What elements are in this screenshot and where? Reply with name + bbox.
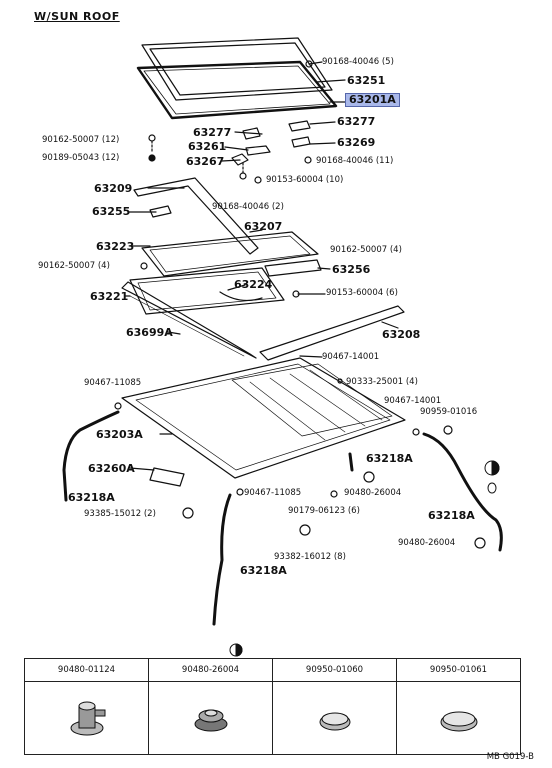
part-image-cell (148, 681, 273, 755)
label-90153-60004-10: 90153-60004 (10) (266, 175, 344, 185)
grommet-90480-26004-a (363, 471, 375, 483)
label-63203A: 63203A (96, 428, 143, 441)
diagram-title: W/SUN ROOF (34, 10, 120, 23)
bolt-90168-40046-2 (239, 172, 247, 180)
screw-90959-01016 (443, 425, 453, 435)
parts-table-header: 90480-01124 (24, 658, 149, 682)
bolt-90168-40046-11 (304, 156, 312, 164)
clip-93385-15012 (182, 507, 194, 519)
label-90162-50007-12: 90162-50007 (12) (42, 135, 120, 145)
label-63267: 63267 (186, 155, 225, 168)
label-63269: 63269 (337, 136, 376, 149)
label-63218A-mid: 63218A (366, 452, 413, 465)
label-63209: 63209 (94, 182, 133, 195)
label-63224: 63224 (234, 278, 273, 291)
housing-63203A (121, 357, 406, 479)
label-63251: 63251 (347, 74, 386, 87)
bracket-63277-left (242, 127, 261, 140)
label-63256: 63256 (332, 263, 371, 276)
sealant-symbol-table (229, 643, 243, 657)
rail-63699A (121, 281, 257, 359)
page-code: MB G019-B (486, 752, 534, 762)
label-90480-26004-mid: 90480-26004 (344, 488, 402, 498)
nut-90189-05043-12 (148, 154, 156, 162)
parts-table-header: 90950-01060 (272, 658, 397, 682)
label-63261: 63261 (188, 140, 227, 153)
bracket-63269 (291, 136, 311, 148)
sealant-symbol-diagram (484, 460, 500, 494)
bracket-63255 (149, 205, 172, 218)
panel-63256 (264, 259, 322, 277)
label-90162-50007-4-left: 90162-50007 (4) (38, 261, 110, 271)
bracket-63277-right (288, 120, 311, 132)
label-90467-14001-right: 90467-14001 (384, 396, 442, 406)
label-63201A: 63201A (345, 93, 400, 107)
label-90168-40046-5: 90168-40046 (5) (322, 57, 394, 67)
screw-90467-11085-b (236, 488, 244, 496)
part-image-cell (24, 681, 149, 755)
label-63255: 63255 (92, 205, 131, 218)
drain-hose-left (62, 410, 120, 502)
label-63223: 63223 (96, 240, 135, 253)
bolt-90162-50007-12 (148, 134, 156, 142)
label-90189-05043-12: 90189-05043 (12) (42, 153, 120, 163)
parts-table: 90480-01124 90480-26004 90950-01060 9095… (24, 658, 521, 755)
label-90959-01016: 90959-01016 (420, 407, 478, 417)
label-63221: 63221 (90, 290, 129, 303)
screw-90467-11085-a (114, 402, 122, 410)
weatherstrip-63201A (136, 60, 338, 120)
bracket-63267 (231, 153, 249, 166)
bolt-90162-50007-4 (140, 262, 148, 270)
rail-63208 (259, 305, 405, 361)
glass-panel-outer (141, 37, 333, 101)
label-90467-11085-bottom: 90467-11085 (244, 488, 302, 498)
cable-63224 (219, 291, 263, 302)
label-63207: 63207 (244, 220, 283, 233)
parts-table-header: 90950-01061 (396, 658, 521, 682)
bolt-90153-60004-10 (254, 176, 262, 184)
part-image-cell (272, 681, 397, 755)
bracket-63260A (149, 467, 185, 487)
label-63218A-right: 63218A (428, 509, 475, 522)
frame-63221 (129, 267, 285, 315)
screw-90179-06123 (330, 490, 338, 498)
label-90179-06123-6: 90179-06123 (6) (288, 506, 360, 516)
hole-plug-large-icon (440, 711, 477, 731)
grommet-icon (194, 709, 227, 731)
label-63208: 63208 (382, 328, 421, 341)
drain-hose-short (348, 452, 354, 472)
drain-hose-right (422, 432, 503, 552)
frame-63207 (141, 231, 319, 277)
plug-90333-25001 (337, 378, 343, 384)
label-63277-left: 63277 (193, 126, 232, 139)
rail-63209 (133, 177, 259, 255)
label-90480-26004-right: 90480-26004 (398, 538, 456, 548)
label-63699A: 63699A (126, 326, 173, 339)
label-93385-15012-2: 93385-15012 (2) (84, 509, 156, 519)
label-63260A: 63260A (88, 462, 135, 475)
label-90168-40046-2: 90168-40046 (2) (212, 202, 284, 212)
glass-panel-inner (149, 42, 326, 96)
label-63218A-bottom: 63218A (240, 564, 287, 577)
screw-90467-14001-b (412, 428, 420, 436)
label-63218A-left: 63218A (68, 491, 115, 504)
label-90168-40046-11: 90168-40046 (11) (316, 156, 394, 166)
hole-plug-small-icon (319, 712, 350, 730)
label-93382-16012-8: 93382-16012 (8) (274, 552, 346, 562)
label-90467-14001-top: 90467-14001 (322, 352, 380, 362)
label-90333-25001-4: 90333-25001 (4) (346, 377, 418, 387)
bracket-63261 (245, 145, 271, 156)
plug-fitting-icon (70, 701, 105, 735)
drain-hose-bottom (212, 493, 232, 626)
parts-table-header: 90480-26004 (148, 658, 273, 682)
part-image-cell (396, 681, 521, 755)
label-63277-right: 63277 (337, 115, 376, 128)
label-90153-60004-6: 90153-60004 (6) (326, 288, 398, 298)
grommet-90480-26004-b (474, 537, 486, 549)
clip-93382-16012 (299, 524, 311, 536)
label-90162-50007-4-right: 90162-50007 (4) (330, 245, 402, 255)
label-90467-11085-left: 90467-11085 (84, 378, 142, 388)
